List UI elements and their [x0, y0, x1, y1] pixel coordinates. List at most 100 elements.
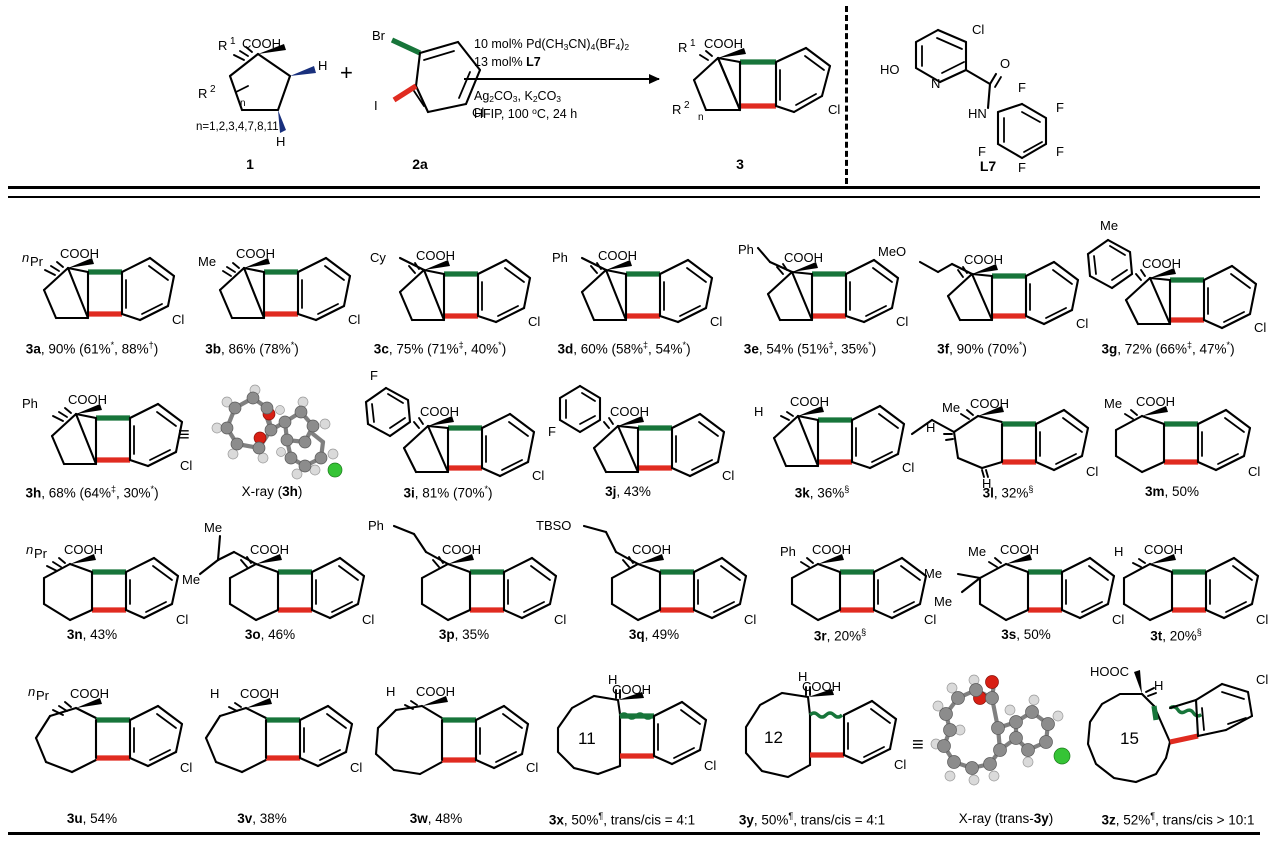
caption-3u: 3u, 54% — [66, 811, 118, 826]
caption-3s: 3s, 50% — [1001, 627, 1051, 642]
svg-text:R: R — [198, 86, 207, 101]
structure-3w: H COOH Cl — [370, 672, 548, 787]
svg-text:15: 15 — [1120, 729, 1139, 748]
structure-3j: F COOH Cl — [548, 370, 734, 485]
svg-text:F: F — [1018, 160, 1026, 175]
svg-text:Pr: Pr — [30, 254, 44, 269]
svg-text:F: F — [1056, 144, 1064, 159]
svg-text:2: 2 — [210, 84, 216, 95]
svg-text:N: N — [931, 76, 940, 91]
svg-text:COOH: COOH — [60, 246, 99, 261]
svg-text:F: F — [548, 424, 556, 439]
svg-text:Me: Me — [182, 572, 200, 587]
svg-text:COOH: COOH — [704, 36, 743, 51]
structure-3d: Ph COOH Cl — [552, 240, 722, 335]
svg-text:COOH: COOH — [70, 686, 109, 701]
svg-text:Cl: Cl — [176, 612, 188, 627]
svg-text:F: F — [370, 368, 378, 383]
structure-3s: Me Me Me COOH Cl — [924, 530, 1130, 638]
structure-product-3: R 1 COOH R 2 n Cl — [672, 22, 842, 142]
svg-text:12: 12 — [764, 728, 783, 747]
svg-text:Cl: Cl — [896, 314, 908, 329]
svg-text:Ph: Ph — [22, 396, 38, 411]
svg-text:Cl: Cl — [532, 468, 544, 483]
svg-text:R: R — [672, 102, 681, 117]
caption-3c: 3c, 75% (71%‡, 40%*) — [373, 340, 507, 357]
svg-text:COOH: COOH — [242, 36, 281, 51]
svg-text:Cl: Cl — [1248, 464, 1260, 479]
svg-text:Cl: Cl — [472, 105, 484, 120]
svg-text:Me: Me — [198, 254, 216, 269]
rule-top — [8, 186, 1260, 189]
svg-text:COOH: COOH — [812, 542, 851, 557]
svg-text:Cl: Cl — [1256, 672, 1268, 687]
caption-3b: 3b, 86% (78%*) — [205, 340, 299, 357]
svg-text:Me: Me — [924, 566, 942, 581]
svg-text:COOH: COOH — [1000, 542, 1039, 557]
structure-3p: Ph COOH Cl — [368, 518, 570, 636]
svg-text:COOH: COOH — [1136, 394, 1175, 409]
svg-text:11: 11 — [578, 729, 596, 748]
svg-text:COOH: COOH — [790, 394, 829, 409]
svg-text:n: n — [698, 112, 704, 123]
svg-text:Cl: Cl — [180, 760, 192, 775]
structure-3t: H COOH Cl — [1106, 530, 1268, 635]
structure-3v: H COOH Cl — [196, 672, 371, 787]
svg-text:F: F — [1018, 80, 1026, 95]
svg-text:Cl: Cl — [1086, 464, 1098, 479]
svg-text:Cl: Cl — [924, 612, 936, 627]
svg-text:Cl: Cl — [348, 312, 360, 327]
svg-text:n: n — [22, 250, 29, 265]
svg-text:Cl: Cl — [528, 314, 540, 329]
svg-text:2: 2 — [684, 100, 690, 111]
caption-3m: 3m, 50% — [1144, 484, 1200, 499]
svg-text:Br: Br — [372, 28, 386, 43]
svg-text:R: R — [218, 38, 227, 53]
structure-3e: Ph COOH Cl — [738, 240, 908, 335]
svg-text:Cl: Cl — [526, 760, 538, 775]
svg-text:H: H — [276, 134, 285, 149]
svg-text:Cl: Cl — [172, 312, 184, 327]
svg-text:COOH: COOH — [1142, 256, 1181, 271]
svg-text:Cl: Cl — [828, 102, 840, 117]
caption-3z: 3z, 52%¶, trans/cis > 10:1 — [1101, 811, 1255, 828]
xray-image-3h — [205, 378, 343, 483]
xray-image-3y — [930, 672, 1076, 797]
svg-text:n: n — [240, 98, 246, 109]
svg-text:COOH: COOH — [784, 250, 823, 265]
svg-text:Me: Me — [1104, 396, 1122, 411]
rule-top-2 — [8, 196, 1260, 198]
caption-3e: 3e, 54% (51%‡, 35%*) — [743, 340, 877, 357]
caption-3r: 3r, 20%§ — [813, 627, 867, 644]
caption-3g: 3g, 72% (66%‡, 47%*) — [1101, 340, 1235, 357]
svg-text:COOH: COOH — [610, 404, 649, 419]
svg-text:Ph: Ph — [738, 242, 754, 257]
svg-text:H: H — [608, 672, 617, 687]
structure-3g: Me COOH Cl — [1080, 218, 1266, 337]
structure-3y: H COOH Cl 12 — [740, 665, 925, 790]
caption-3y: 3y, 50%¶, trans/cis = 4:1 — [738, 811, 886, 828]
svg-text:COOH: COOH — [802, 679, 841, 694]
svg-text:H: H — [1154, 678, 1163, 693]
svg-text:n: n — [26, 542, 33, 557]
structure-3h: Ph COOH Cl — [22, 382, 192, 482]
svg-text:COOH: COOH — [240, 686, 279, 701]
svg-text:Cy: Cy — [370, 250, 386, 265]
svg-text:HO: HO — [880, 62, 900, 77]
conditions-solvent: HFIP, 100 oC, 24 h — [474, 106, 578, 121]
svg-text:Cl: Cl — [1112, 612, 1124, 627]
svg-text:Cl: Cl — [1254, 320, 1266, 335]
svg-text:1: 1 — [230, 36, 236, 47]
structure-3k: H COOH Cl — [752, 388, 922, 483]
caption-3l: 3l, 32%§ — [982, 484, 1034, 501]
caption-3f: 3f, 90% (70%*) — [937, 340, 1027, 357]
svg-text:Ph: Ph — [552, 250, 568, 265]
plus-symbol: + — [340, 60, 353, 85]
svg-text:COOH: COOH — [612, 682, 651, 697]
svg-text:Cl: Cl — [350, 760, 362, 775]
svg-text:TBSO: TBSO — [536, 518, 571, 533]
structure-3z: HOOC H Cl 15 — [1086, 662, 1268, 792]
svg-text:O: O — [1000, 56, 1010, 71]
